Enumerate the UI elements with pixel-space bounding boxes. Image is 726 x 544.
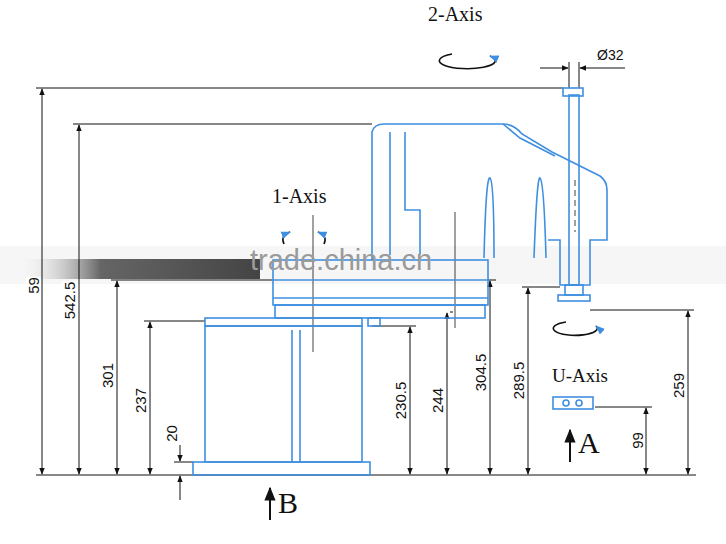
view-letter: B: [278, 488, 298, 518]
axis-label: 1-Axis: [272, 186, 326, 206]
axis-label: 2-Axis: [428, 4, 482, 24]
axis-label: U-Axis: [552, 366, 608, 385]
watermark: trade.china.cn: [250, 246, 432, 275]
dimension-value: 99: [630, 432, 645, 449]
dimension-value: 289.5: [511, 361, 526, 399]
dimension-value: 59: [26, 277, 41, 294]
dimension-value: 301: [101, 362, 116, 387]
dimension-value: 230.5: [393, 381, 408, 419]
diameter-dimension: Ø32: [597, 48, 623, 62]
dimension-value: 542.5: [62, 281, 77, 319]
dimension-value: 237: [134, 387, 149, 412]
dimension-value: 244: [431, 387, 446, 412]
view-letter: A: [578, 428, 600, 458]
dimension-value: 259: [672, 372, 687, 397]
dimension-value: 20: [164, 425, 179, 442]
dimension-value: 304.5: [473, 353, 488, 391]
